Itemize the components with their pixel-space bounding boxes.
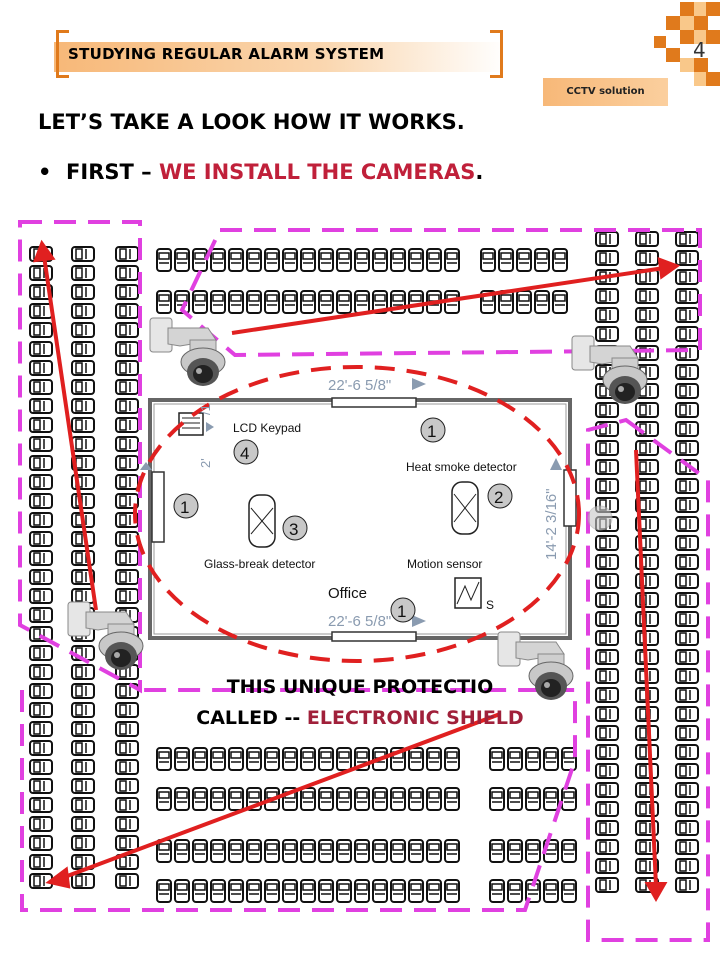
zone-marker: 3 xyxy=(289,520,298,539)
coverage-zones xyxy=(18,220,710,942)
right-bracket xyxy=(490,30,503,78)
office-label: Office xyxy=(328,585,367,602)
header-title: STUDYING REGULAR ALARM SYSTEM xyxy=(68,45,385,63)
parking-top xyxy=(156,248,568,313)
dim-right-label: 14'-2 3/16" xyxy=(543,488,560,560)
tagline: CCTV solution xyxy=(543,78,668,106)
office-floorplan xyxy=(140,378,613,642)
heat-smoke-label: Heat smoke detector xyxy=(406,460,517,474)
dim-top-label: 22'-6 5/8" xyxy=(328,377,391,394)
lcd-keypad-label: LCD Keypad xyxy=(233,421,301,435)
dim-bottom-label: 22'-6 5/8" xyxy=(328,613,391,630)
floorplan-labels: 22'-6 5/8" 22'-6 5/8" 14'-2 3/16" 2' /1 … xyxy=(180,377,560,630)
header-bar xyxy=(54,42,506,72)
bullet-suffix: . xyxy=(475,160,484,184)
bullet-line: • FIRST – WE INSTALL THE CAMERAS. xyxy=(38,160,483,184)
bullet-accent: WE INSTALL THE CAMERAS xyxy=(158,160,476,184)
motion-sensor-label: Motion sensor xyxy=(407,557,482,571)
caption-line-1: THIS UNIQUE PROTECTIO xyxy=(226,676,494,698)
zone-marker: 1 xyxy=(180,498,189,517)
zone-marker: 1 xyxy=(397,602,406,621)
caption-line-2: CALLED -- ELECTRONIC SHIELD xyxy=(120,707,600,729)
camera-view-arrows xyxy=(32,239,681,903)
main-heading: LET’S TAKE A LOOK HOW IT WORKS. xyxy=(38,110,465,134)
parking-left xyxy=(29,246,138,889)
parking-bottom xyxy=(156,747,577,902)
dim-left-fragment: 2' xyxy=(198,458,213,468)
dim-left-fragment-2: /1 xyxy=(198,404,213,415)
left-bracket xyxy=(56,30,69,78)
page-number: 4 xyxy=(693,38,706,62)
bullet-dot: • xyxy=(38,160,67,184)
bullet-prefix: FIRST – xyxy=(66,160,159,184)
zone-marker: 2 xyxy=(494,488,503,507)
zone-marker: 4 xyxy=(240,444,249,463)
caption-accent: ELECTRONIC SHIELD xyxy=(306,707,524,729)
glass-break-label: Glass-break detector xyxy=(204,557,315,571)
electronic-shield-ellipse xyxy=(133,365,581,663)
caption-prefix: CALLED -- xyxy=(196,707,307,729)
parking-right xyxy=(595,231,698,893)
zone-marker: 1 xyxy=(427,422,436,441)
camera-icon xyxy=(149,317,226,387)
s-label: S xyxy=(486,598,494,612)
